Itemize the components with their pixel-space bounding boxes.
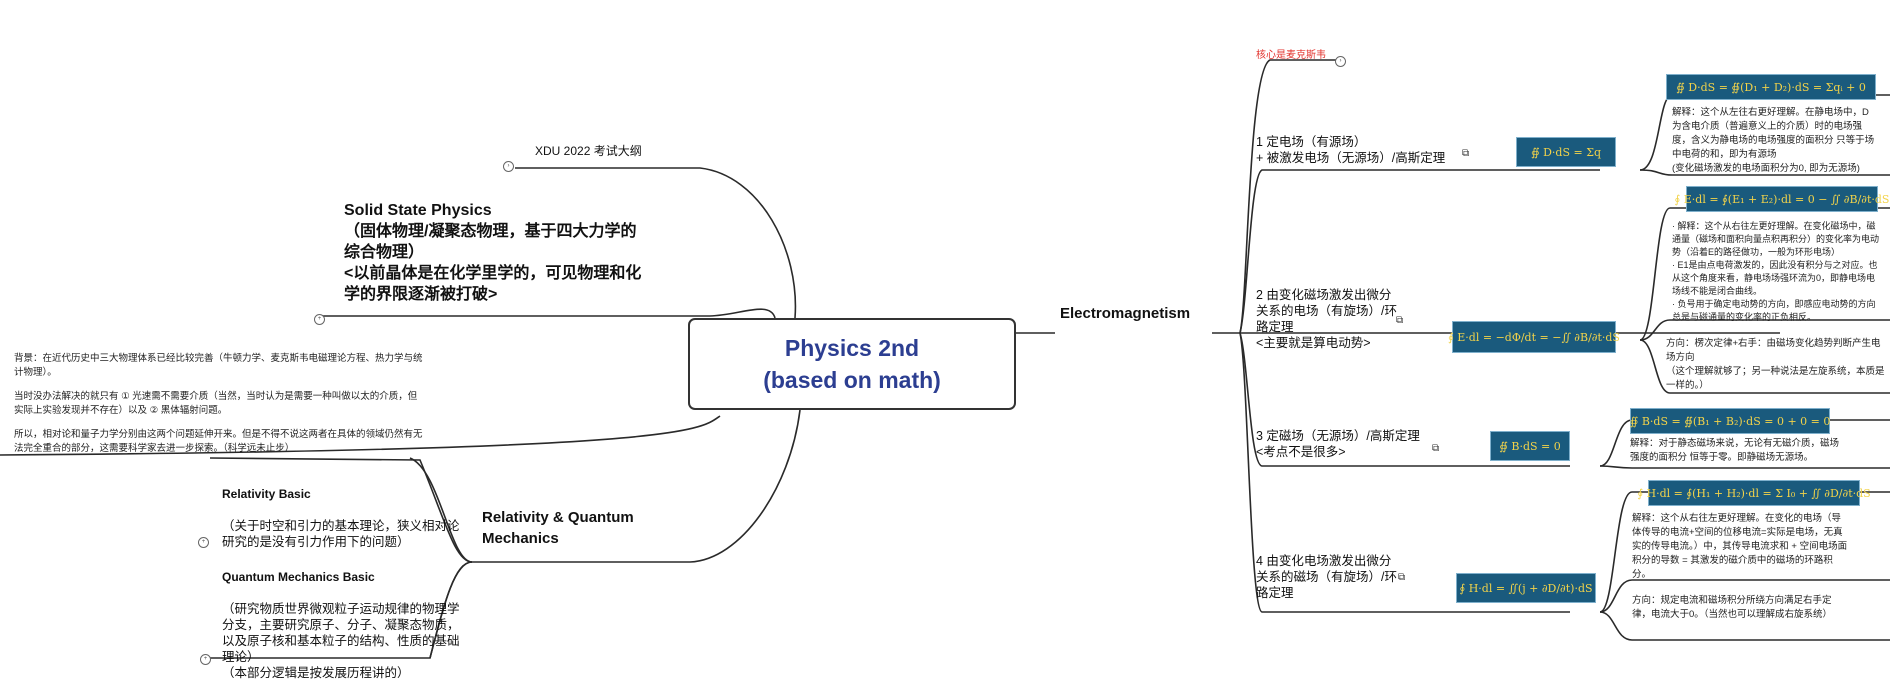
relativity-basic-body: （关于时空和引力的基本理论，狭义相对论研究的是没有引力作用下的问题） bbox=[222, 519, 460, 549]
link-icon[interactable]: ⧉ bbox=[1432, 443, 1440, 454]
em-item-4-direction: 方向：规定电流和磁场积分所绕方向满足右手定律，电流大于0。（当然也可以理解成右旋… bbox=[1632, 595, 1833, 620]
central-title-line1: Physics 2nd bbox=[784, 335, 920, 361]
link-icon[interactable]: ⧉ bbox=[1396, 315, 1404, 326]
em-item-2-note: · 解释：这个从右往左更好理解。在变化磁场中，磁通量（磁场和面积向量点积再积分）… bbox=[1672, 221, 1880, 322]
quantum-basic-title: Quantum Mechanics Basic bbox=[222, 570, 375, 584]
em-item-3-formula-expanded: ∯ B·dS = ∯(B₁ + B₂)·dS = 0 + 0 = 0 bbox=[1630, 408, 1830, 434]
quantum-fold-icon[interactable]: + bbox=[200, 654, 211, 665]
background-p3: 所以，相对论和量子力学分别由这两个问题延伸开来。但是不得不说这两者在具体的领域仍… bbox=[14, 429, 423, 454]
central-topic[interactable]: Physics 2nd (based on math) bbox=[688, 318, 1016, 410]
xdu-fold-icon[interactable]: › bbox=[503, 161, 514, 172]
em-item-2-label[interactable]: 2 由变化磁场激发出微分关系的电场（有旋场）/环路定理 <主要就是算电动势> bbox=[1256, 288, 1397, 350]
xdu-outline-label[interactable]: XDU 2022 考试大纲 bbox=[535, 144, 642, 158]
em-item-3-note: 解释：对于静态磁场来说，无论有无磁介质，磁场强度的面积分 恒等于零。即静磁场无源… bbox=[1630, 438, 1840, 463]
em-item-3-formula: ∯ B·dS = 0 bbox=[1490, 431, 1570, 461]
background-p1: 背景：在近代历史中三大物理体系已经比较完善（牛顿力学、麦克斯韦电磁理论方程、热力… bbox=[14, 353, 423, 378]
quantum-basic-body: （研究物质世界微观粒子运动规律的物理学分支，主要研究原子、分子、凝聚态物质，以及… bbox=[222, 602, 460, 680]
em-item-1-note: 解释：这个从左往右更好理解。在静电场中，D为含电介质（普遍意义上的介质）时的电场… bbox=[1672, 107, 1875, 174]
em-item-3-label[interactable]: 3 定磁场（无源场）/高斯定理 <考点不是很多> bbox=[1256, 429, 1420, 459]
core-maxwell-label[interactable]: 核心是麦克斯韦 bbox=[1256, 50, 1326, 61]
core-fold-icon[interactable]: › bbox=[1335, 56, 1346, 67]
em-item-2-formula: ∮ E·dl = −dΦ/dt = −∬ ∂B/∂t·dS bbox=[1448, 321, 1620, 353]
relativity-quantum-branch[interactable]: Relativity & Quantum Mechanics bbox=[482, 509, 634, 547]
em-item-4-note: 解释：这个从右往左更好理解。在变化的电场（导体传导的电流+空间的位移电流=实际是… bbox=[1632, 513, 1848, 580]
relativity-basic-node[interactable]: Relativity Basic （关于时空和引力的基本理论，狭义相对论研究的是… bbox=[222, 470, 460, 566]
link-icon[interactable]: ⧉ bbox=[1462, 148, 1470, 159]
em-item-1-formula: ∯ D·dS = Σq bbox=[1516, 137, 1616, 167]
em-item-2-formula-expanded: ∮ E·dl = ∮(E₁ + E₂)·dl = 0 − ∬ ∂B/∂t·dS bbox=[1675, 186, 1889, 212]
link-icon[interactable]: ⧉ bbox=[1398, 572, 1406, 583]
solid-state-title[interactable]: Solid State Physics bbox=[344, 202, 492, 219]
central-title-line2: (based on math) bbox=[763, 367, 941, 393]
em-item-1-formula-expanded: ∯ D·dS = ∯(D₁ + D₂)·dS = Σqᵢ + 0 bbox=[1666, 74, 1876, 100]
em-item-4-formula-expanded: ∮ H·dl = ∮(H₁ + H₂)·dl = Σ I₀ + ∬ ∂D/∂t·… bbox=[1637, 480, 1871, 506]
relativity-fold-icon[interactable]: + bbox=[198, 537, 209, 548]
electromagnetism-branch[interactable]: Electromagnetism bbox=[1060, 305, 1191, 322]
em-item-4-label[interactable]: 4 由变化电场激发出微分关系的磁场（有旋场）/环路定理 bbox=[1256, 554, 1397, 600]
em-item-4-formula: ∮ H·dl = ∬(j + ∂D/∂t)·dS bbox=[1456, 573, 1596, 603]
solid-state-fold-icon[interactable]: + bbox=[314, 314, 325, 325]
solid-state-body: （固体物理/凝聚态物理，基于四大力学的综合物理） <以前晶体是在化学里学的，可见… bbox=[344, 223, 642, 303]
em-item-1-label[interactable]: 1 定电场（有源场） + 被激发电场（无源场）/高斯定理 bbox=[1256, 135, 1446, 165]
relativity-basic-title: Relativity Basic bbox=[222, 487, 311, 501]
background-p2: 当时没办法解决的就只有 ① 光速需不需要介质（当然，当时认为是需要一种叫做以太的… bbox=[14, 391, 418, 416]
em-item-2-direction: 方向：楞次定律+右手：由磁场变化趋势判断产生电场方向 （这个理解就够了；另一种说… bbox=[1666, 338, 1885, 391]
quantum-basic-node[interactable]: Quantum Mechanics Basic （研究物质世界微观粒子运动规律的… bbox=[222, 553, 460, 697]
